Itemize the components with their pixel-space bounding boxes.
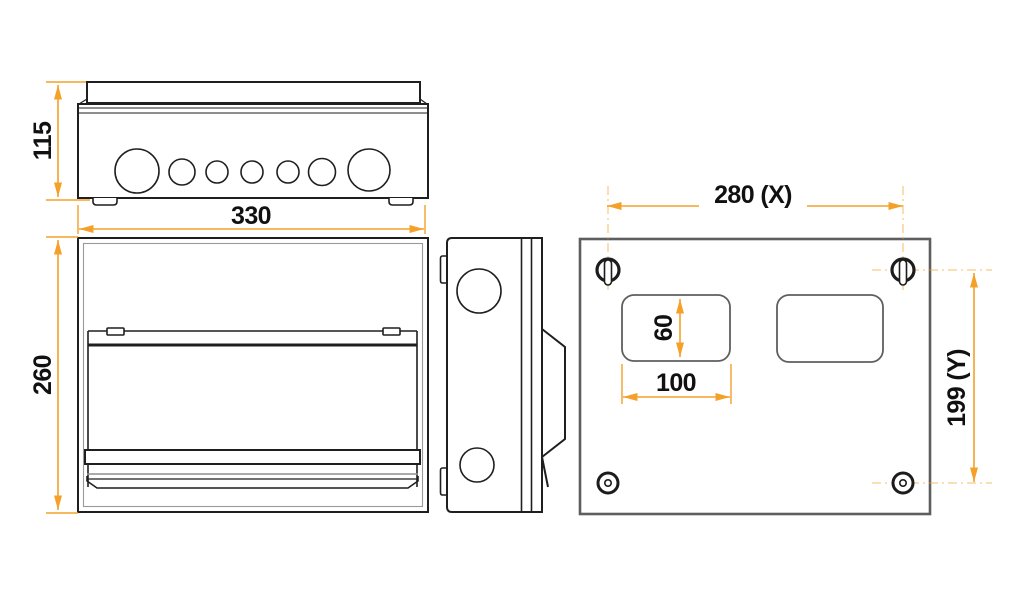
back-panel-outline — [578, 237, 932, 516]
dimension-115: 115 — [29, 81, 90, 201]
front-outline — [77, 237, 429, 513]
keyhole-slot — [898, 259, 908, 286]
dimension-100: 100 — [621, 364, 732, 404]
keyhole-mount-top-right — [890, 257, 916, 286]
side-view — [439, 237, 566, 513]
dimension-60: 60 — [650, 299, 684, 357]
knockout-hole-medium — [307, 157, 337, 187]
cover-bottom-band — [84, 449, 421, 465]
lid-outline — [86, 81, 421, 104]
mount-hole-center — [898, 478, 907, 487]
mount-hole-center — [603, 478, 612, 487]
bracket-hook — [541, 456, 549, 488]
dimension-label-280x: 280 (X) — [714, 181, 792, 209]
mount-hole-bottom-left — [596, 471, 620, 495]
dimension-label-100: 100 — [656, 369, 696, 397]
side-clip-bottom — [439, 467, 447, 496]
knockout-hole-small — [205, 160, 229, 184]
knockout-hole-small — [276, 160, 300, 184]
knockout-hole-small — [240, 160, 264, 184]
dimension-label-115: 115 — [29, 121, 57, 160]
front-inner-outline — [82, 242, 424, 508]
cover-clip-right — [382, 327, 401, 336]
mount-hole-bottom-right — [891, 471, 915, 495]
dimension-label-260: 260 — [29, 355, 57, 395]
foot-left — [92, 198, 118, 206]
side-knockout-bottom — [459, 447, 495, 483]
foot-right — [388, 198, 414, 206]
dimension-199-y: 199 (Y) — [943, 273, 978, 482]
dimension-label-199y: 199 (Y) — [943, 349, 971, 427]
dimension-label-330: 330 — [231, 202, 271, 230]
front-view — [77, 237, 429, 513]
knockout-hole-large — [347, 148, 391, 192]
cover-clip-left — [106, 327, 125, 336]
dimension-330: 330 — [77, 202, 426, 234]
back-cutout-right — [776, 294, 884, 363]
dimension-260: 260 — [29, 236, 78, 514]
dimension-280-x: 280 (X) — [607, 181, 903, 210]
mounting-bracket — [541, 328, 566, 458]
keyhole-slot — [603, 259, 613, 286]
cover-chamfer-edge — [86, 476, 419, 489]
knockout-hole-medium — [168, 158, 196, 186]
top-view — [77, 81, 429, 206]
keyhole-mount-top-left — [595, 257, 621, 286]
side-knockout-top — [456, 268, 502, 314]
dimension-label-60: 60 — [650, 315, 678, 342]
knockout-hole-large — [114, 148, 160, 194]
back-view — [578, 186, 992, 516]
side-clip-top — [439, 255, 447, 284]
